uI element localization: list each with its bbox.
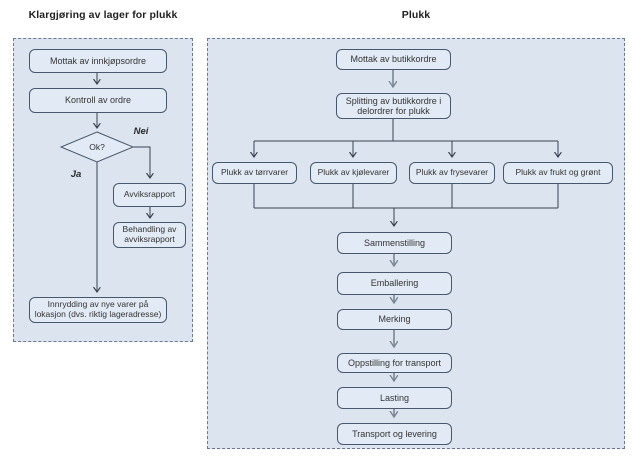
node-lasting: Lasting — [337, 387, 452, 409]
node-mottak-innkjopsordre: Mottak av innkjøpsordre — [29, 49, 167, 73]
node-plukk-frysevarer: Plukk av frysevarer — [409, 162, 495, 184]
right-chart-title: Plukk — [401, 9, 431, 21]
edge-ok-nei-avviksrapport — [133, 146, 150, 178]
node-merking: Merking — [337, 309, 452, 330]
node-emballering: Emballering — [337, 272, 452, 295]
node-sammenstilling: Sammenstilling — [337, 232, 452, 254]
left-chart-title: Klargjøring av lager for plukk — [28, 9, 178, 21]
node-avviksrapport: Avviksrapport — [113, 183, 186, 207]
node-innrydding: Innrydding av nye varer på lokasjon (dvs… — [29, 297, 167, 323]
node-plukk-torrvarer: Plukk av tørrvarer — [212, 162, 297, 184]
node-plukk-kjolevarer: Plukk av kjølevarer — [310, 162, 397, 184]
node-transport-levering: Transport og levering — [337, 423, 452, 445]
node-splitting: Splitting av butikkordre i delordrer for… — [336, 93, 451, 119]
node-behandling-avviksrapport: Behandling av avviksrapport — [113, 222, 186, 248]
branch-label-ja: Ja — [70, 169, 82, 180]
node-mottak-butikkordre: Mottak av butikkordre — [336, 49, 451, 70]
node-plukk-frukt-gront: Plukk av frukt og grønt — [503, 162, 613, 184]
branch-label-nei: Nei — [133, 126, 149, 137]
node-kontroll-av-ordre: Kontroll av ordre — [29, 88, 167, 113]
decision-diamond-shape — [59, 131, 135, 163]
node-oppstilling-transport: Oppstilling for transport — [337, 353, 452, 373]
node-ok-decision-label: Ok? — [89, 142, 105, 152]
